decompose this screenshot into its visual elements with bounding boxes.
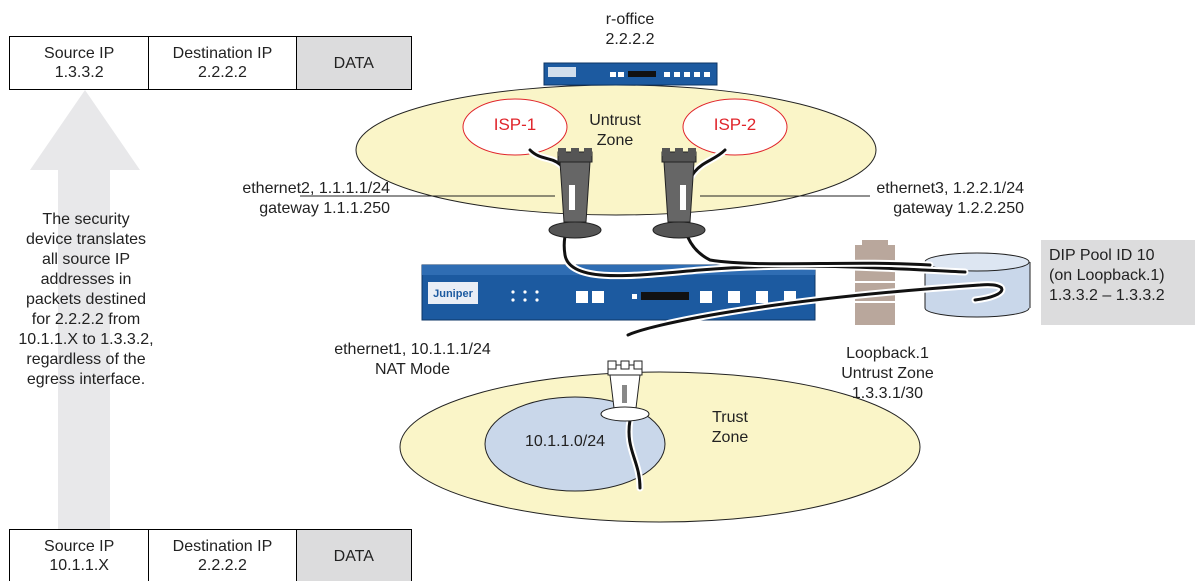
dst-ip-label: Destination IP bbox=[172, 45, 273, 62]
device-brand-label: Juniper bbox=[433, 288, 473, 300]
eth2-label: ethernet2, 1.1.1.1/24 gateway 1.1.1.250 bbox=[200, 179, 390, 219]
src-ip-value: 1.3.3.2 bbox=[54, 64, 104, 81]
eth2-line1: ethernet2, 1.1.1.1/24 bbox=[242, 180, 390, 197]
dip-pool-line1: DIP Pool ID 10 bbox=[1049, 247, 1155, 264]
dst-ip-label: Destination IP bbox=[172, 538, 273, 555]
data-cell: DATA bbox=[296, 37, 411, 89]
translated-packet-header: Source IP 1.3.3.2 Destination IP 2.2.2.2… bbox=[9, 36, 412, 90]
trust-zone-line2: Zone bbox=[711, 429, 749, 446]
trust-zone-label: Trust Zone bbox=[700, 408, 760, 448]
r-office-name: r-office bbox=[605, 11, 655, 28]
loopback-label: Loopback.1 Untrust Zone 1.3.3.1/30 bbox=[835, 344, 940, 404]
original-packet-header: Source IP 10.1.1.X Destination IP 2.2.2.… bbox=[9, 529, 412, 581]
desc-line: egress interface. bbox=[26, 371, 146, 388]
eth3-line2: gateway 1.2.2.250 bbox=[893, 200, 1024, 217]
desc-line: packets destined bbox=[25, 291, 147, 308]
loopback-line1: Loopback.1 bbox=[846, 345, 929, 362]
eth3-tower bbox=[652, 148, 706, 239]
dst-ip-cell: Destination IP 2.2.2.2 bbox=[149, 37, 297, 89]
dip-pool-line2: (on Loopback.1) bbox=[1049, 267, 1165, 284]
trust-zone-line1: Trust bbox=[712, 409, 748, 426]
r-office-label: r-office 2.2.2.2 bbox=[570, 10, 690, 50]
loopback-icon bbox=[855, 240, 895, 325]
desc-line: device translates bbox=[25, 231, 147, 248]
data-label: DATA bbox=[333, 547, 374, 565]
untrust-zone-line2: Zone bbox=[596, 132, 634, 149]
desc-line: regardless of the bbox=[26, 351, 146, 368]
desc-line: all source IP bbox=[41, 251, 131, 268]
src-ip-label: Source IP bbox=[44, 538, 115, 555]
loopback-line2: Untrust Zone bbox=[841, 365, 934, 382]
src-ip-cell: Source IP 1.3.3.2 bbox=[10, 37, 150, 89]
eth3-label: ethernet3, 1.2.2.1/24 gateway 1.2.2.250 bbox=[830, 179, 1024, 219]
loopback-line3: 1.3.3.1/30 bbox=[851, 385, 924, 402]
dst-ip-cell: Destination IP 2.2.2.2 bbox=[149, 530, 297, 581]
dst-ip-value: 2.2.2.2 bbox=[197, 64, 247, 81]
desc-line: The security bbox=[42, 211, 130, 228]
translation-description: The security device translates all sourc… bbox=[0, 210, 172, 390]
eth3-line1: ethernet3, 1.2.2.1/24 bbox=[876, 180, 1024, 197]
isp1-circle bbox=[462, 98, 568, 156]
eth1-tower bbox=[600, 360, 650, 422]
r-office-ip: 2.2.2.2 bbox=[605, 31, 655, 48]
subnet-label: 10.1.1.0/24 bbox=[524, 433, 606, 450]
desc-line: addresses in bbox=[40, 271, 132, 288]
src-ip-cell: Source IP 10.1.1.X bbox=[10, 530, 150, 581]
data-cell: DATA bbox=[296, 530, 411, 581]
src-ip-value: 10.1.1.X bbox=[49, 557, 109, 574]
dip-pool-label: DIP Pool ID 10 (on Loopback.1) 1.3.3.2 –… bbox=[1041, 240, 1195, 325]
dst-ip-value: 2.2.2.2 bbox=[197, 557, 247, 574]
desc-line: for 2.2.2.2 from bbox=[31, 311, 141, 328]
eth2-line2: gateway 1.1.1.250 bbox=[259, 200, 390, 217]
eth1-label: ethernet1, 10.1.1.1/24 NAT Mode bbox=[315, 340, 510, 380]
eth2-tower bbox=[548, 148, 602, 239]
isp1-label: ISP-1 bbox=[493, 115, 537, 134]
eth1-line1: ethernet1, 10.1.1.1/24 bbox=[334, 341, 491, 358]
r-office-device bbox=[543, 62, 718, 86]
eth1-line2: NAT Mode bbox=[375, 361, 450, 378]
isp2-circle bbox=[682, 98, 788, 156]
isp2-label: ISP-2 bbox=[713, 115, 757, 134]
dip-pool-line3: 1.3.3.2 – 1.3.3.2 bbox=[1049, 287, 1165, 304]
untrust-zone-line1: Untrust bbox=[589, 112, 641, 129]
data-label: DATA bbox=[333, 54, 374, 72]
translation-arrow bbox=[30, 90, 140, 540]
untrust-zone-label: Untrust Zone bbox=[575, 111, 655, 151]
desc-line: 10.1.1.X to 1.3.3.2, bbox=[18, 331, 154, 348]
src-ip-label: Source IP bbox=[44, 45, 115, 62]
